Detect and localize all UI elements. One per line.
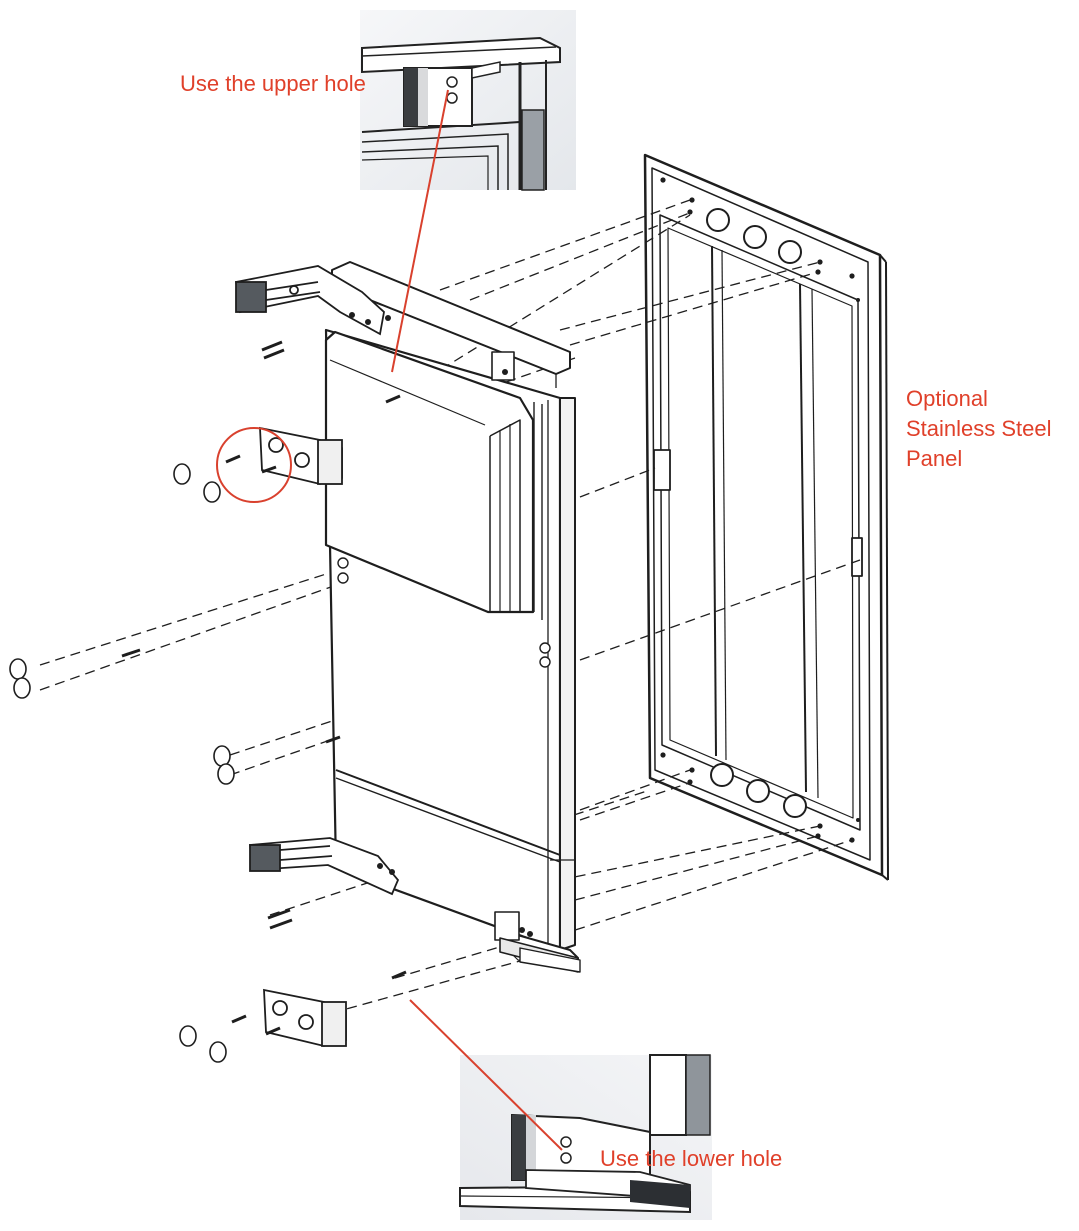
panel-label-line-1: Optional xyxy=(906,386,988,411)
bracket-highlight-circle xyxy=(216,427,292,503)
panel-label-line-3: Panel xyxy=(906,446,963,471)
bottom-hinge xyxy=(249,837,400,896)
screw-caps xyxy=(9,463,235,1063)
lower-hole-label: Use the lower hole xyxy=(600,1146,783,1171)
upper-hole-label: Use the upper hole xyxy=(180,71,366,96)
small-fasteners xyxy=(349,312,533,937)
upper-hole-detail-inset xyxy=(360,10,576,191)
refrigerator-unit xyxy=(324,261,581,973)
panel-label-line-2: Stainless Steel xyxy=(906,416,1052,441)
upper-side-bracket xyxy=(259,426,343,485)
stainless-steel-panel xyxy=(643,153,889,881)
lower-side-bracket xyxy=(263,988,347,1047)
lower-hole-detail-inset xyxy=(459,1054,712,1220)
lower-hole-leader-line xyxy=(409,999,563,1151)
panel-label: Optional Stainless Steel Panel xyxy=(906,384,1052,474)
top-hinge xyxy=(234,265,385,336)
screws xyxy=(121,340,407,1036)
callout-leaders xyxy=(216,89,563,1151)
upper-hole-leader-line xyxy=(391,89,449,373)
